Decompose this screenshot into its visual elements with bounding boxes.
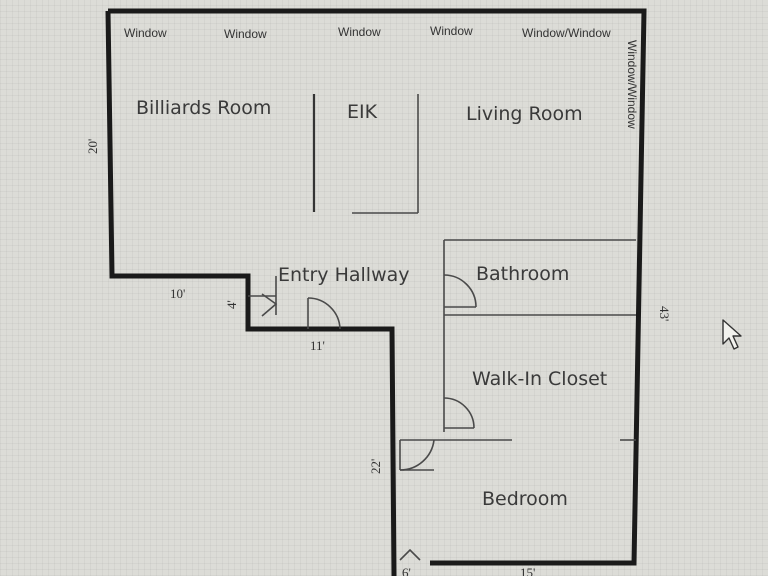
room-label-closet: Walk-In Closet (472, 368, 607, 390)
room-label-bathroom: Bathroom (476, 263, 569, 285)
dimension-left-step: 10' (170, 286, 185, 301)
dimension-lower-left: 22' (368, 459, 383, 474)
room-label-billiards: Billiards Room (136, 97, 271, 119)
closet-door-swing (443, 397, 475, 429)
window-label-6: Window/Window (625, 40, 639, 129)
room-label-eik: EIK (347, 101, 378, 123)
dimension-bottom: 15' (520, 565, 535, 576)
room-label-entry: Entry Hallway (278, 264, 410, 286)
exterior-wall-left (105, 10, 397, 576)
window-label-4: Window (430, 24, 473, 38)
window-label-1: Window (124, 26, 167, 40)
bathroom-door-swing (443, 274, 477, 308)
entry-closet-door (261, 293, 278, 317)
dimension-step-height: 4' (224, 300, 239, 309)
dimension-step-bottom: 11' (310, 338, 325, 353)
bottom-door-arrow (399, 548, 421, 561)
window-label-3: Window (338, 25, 381, 39)
room-label-bedroom: Bedroom (482, 488, 568, 510)
dimension-right: 43' (657, 306, 672, 321)
dimension-bottom-left: 6' (402, 565, 411, 576)
bedroom-door-swing (399, 439, 435, 471)
mouse-pointer-icon (722, 319, 742, 350)
window-label-5: Window/Window (522, 26, 611, 40)
room-label-living: Living Room (466, 103, 583, 125)
window-label-2: Window (224, 27, 267, 41)
entry-door-swing (307, 297, 341, 330)
exterior-wall (108, 8, 647, 566)
dimension-left-top: 20' (85, 139, 100, 154)
